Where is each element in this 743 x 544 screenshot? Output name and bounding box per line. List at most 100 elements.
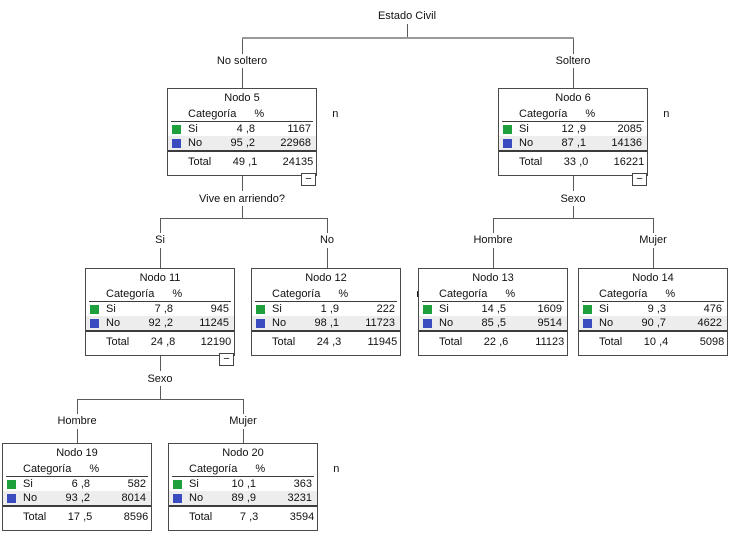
no-swatch-icon [423,318,432,328]
no-swatch-icon [7,493,16,503]
col-percent: % [255,462,266,475]
connector-line [653,248,654,268]
collapse-button[interactable]: − [301,173,316,186]
connector-line [160,248,161,268]
col-percent: % [254,107,265,120]
node-title: Nodo 12 [305,272,347,284]
col-percent: % [665,287,676,300]
branch-label-hombre-right: Hombre [470,233,516,247]
connector-line [573,39,574,54]
table-header-row: Categoría%n [6,461,173,477]
connector-line [573,176,574,191]
table-header-row: Categoría% n [171,106,338,122]
col-n: n [117,463,173,475]
col-n: n [200,288,256,300]
table-header-row: Categoría%n [172,461,339,477]
col-percent: % [505,287,516,300]
connector-line [242,37,574,39]
no-swatch-icon [503,138,512,148]
collapse-button[interactable]: − [219,353,234,366]
col-categoria: Categoría [439,287,488,300]
connector-line [242,206,243,218]
no-swatch-icon [583,318,592,328]
connector-line [573,206,574,218]
col-categoria: Categoría [272,287,321,300]
branch-label-soltero: Soltero [552,54,594,68]
node-title: Nodo 6 [555,92,591,104]
split-variable-sexo-left: Sexo [144,372,176,386]
col-categoria: Categoría [106,287,155,300]
col-n: n [663,107,670,120]
connector-line [407,24,408,38]
node-title: Nodo 14 [632,272,674,284]
connector-line [243,429,244,443]
branch-label-no-soltero: No soltero [213,54,271,68]
node-title: Nodo 13 [472,272,514,284]
split-variable-sexo-right: Sexo [557,192,589,206]
node-title: Nodo 20 [222,447,264,459]
col-percent: % [585,107,596,120]
connector-line [573,68,574,88]
col-n: n [366,288,422,300]
si-swatch-icon [90,304,99,314]
no-swatch-icon [172,138,181,148]
table-header-row: Categoría% n [502,106,669,122]
col-n: n [332,107,339,120]
si-swatch-icon [173,479,182,489]
col-categoria: Categoría [189,462,238,475]
connector-line [160,218,328,219]
connector-line [160,218,161,233]
no-swatch-icon [173,493,182,503]
table-header-row: Categoría%n [255,286,422,302]
branch-label-hombre-left: Hombre [54,414,100,428]
connector-line [242,176,243,191]
connector-line [243,399,244,414]
si-swatch-icon [256,304,265,314]
connector-line [77,399,78,414]
node-title: Nodo 19 [56,447,98,459]
no-swatch-icon [256,318,265,328]
si-swatch-icon [172,124,181,134]
col-percent: % [89,462,100,475]
col-percent: % [172,287,183,300]
branch-label-mujer-left: Mujer [226,414,260,428]
si-swatch-icon [7,479,16,489]
connector-line [493,218,654,219]
col-categoria: Categoría [519,107,568,120]
col-categoria: Categoría [188,107,237,120]
collapse-button[interactable]: − [632,173,647,186]
connector-line [327,248,328,268]
si-swatch-icon [503,124,512,134]
branch-label-mujer-right: Mujer [636,233,670,247]
col-n: n [693,288,743,300]
branch-label-si: Si [152,233,168,247]
table-header-row: Categoría%n [582,286,724,302]
connector-line [493,218,494,233]
